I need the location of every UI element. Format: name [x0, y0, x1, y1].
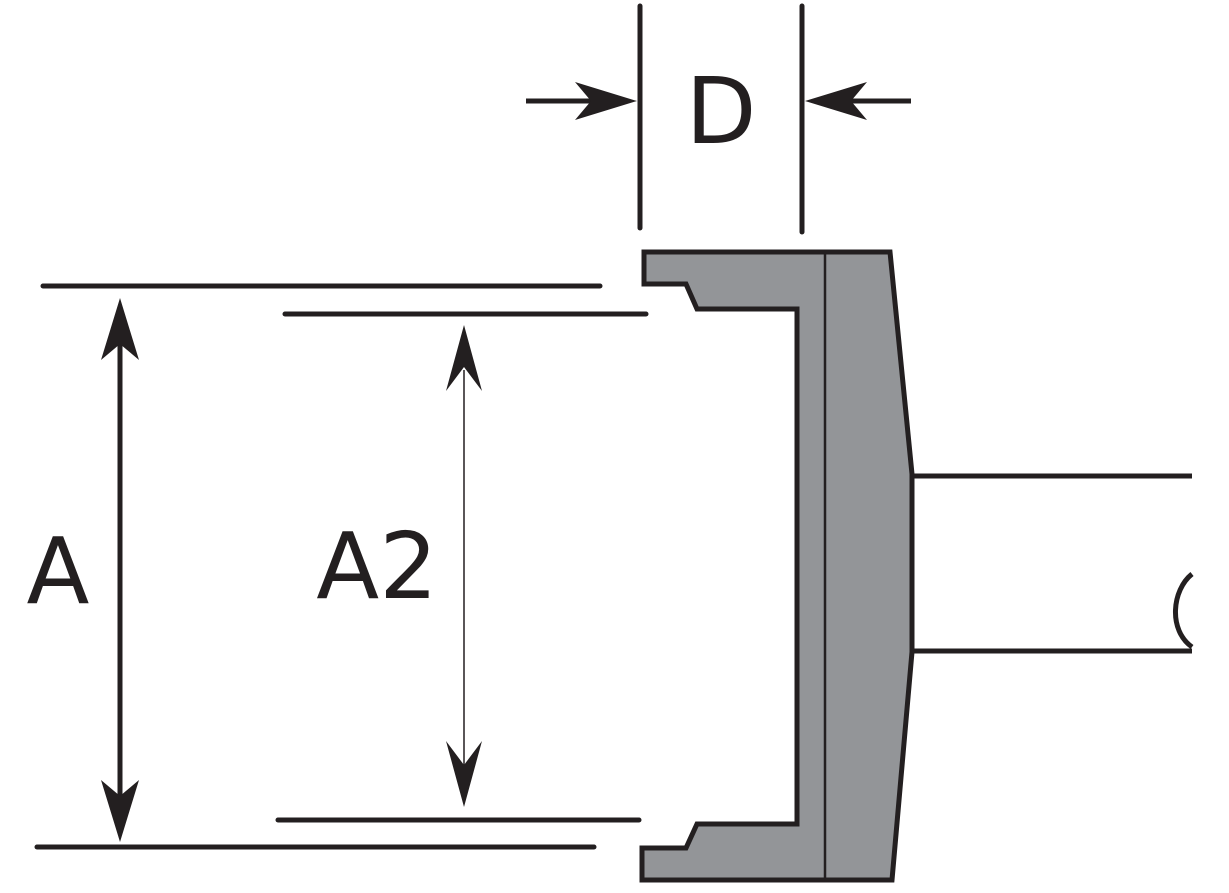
outer-diameter-dimension: A	[27, 283, 603, 850]
depth-dimension: D	[526, 3, 911, 235]
outer-diameter-label: A	[27, 518, 90, 625]
inner-diameter-dimension: A2	[275, 311, 649, 823]
inner-diameter-label: A2	[316, 513, 437, 620]
cup-section	[639, 249, 1194, 883]
shaft-break-line	[1173, 572, 1194, 650]
cup-body	[639, 249, 915, 883]
depth-label: D	[686, 58, 757, 165]
